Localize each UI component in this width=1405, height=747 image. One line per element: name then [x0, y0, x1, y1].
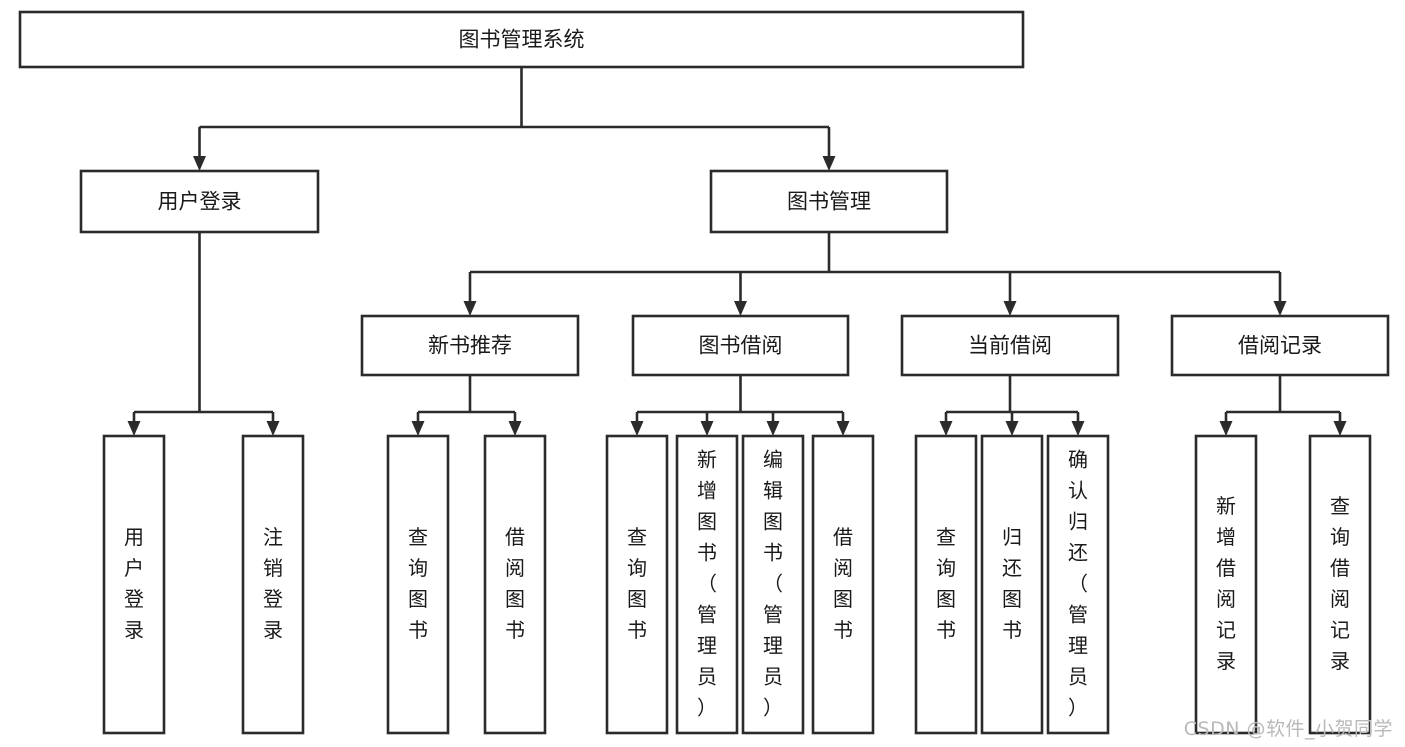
- arrow-head-icon: [411, 421, 425, 436]
- node-box-leaf-query-book-2[interactable]: [605, 434, 669, 735]
- node-box-leaf-add-book[interactable]: [675, 434, 739, 735]
- node-label-leaf-add-record: 新增借阅记录: [1216, 494, 1236, 673]
- arrow-head-icon: [766, 421, 780, 436]
- node-box-leaf-borrow-book-1[interactable]: [483, 434, 547, 735]
- node-label-book-borrow: 图书借阅: [699, 334, 783, 358]
- arrow-head-icon: [1219, 421, 1233, 436]
- node-box-leaf-query-book-1[interactable]: [386, 434, 450, 735]
- arrow-head-icon: [508, 421, 522, 436]
- node-label-leaf-logout: 注销登录: [263, 525, 283, 642]
- node-box-current-borrow[interactable]: [900, 314, 1120, 377]
- node-box-user-login[interactable]: [79, 169, 320, 234]
- node-label-leaf-query-book-1: 查询图书: [408, 525, 428, 642]
- node-box-leaf-logout[interactable]: [241, 434, 305, 735]
- node-box-leaf-borrow-book-2[interactable]: [811, 434, 875, 735]
- node-label-leaf-borrow-book-2: 借阅图书: [833, 525, 853, 642]
- arrow-head-icon: [836, 421, 850, 436]
- node-box-new-book-rec[interactable]: [360, 314, 580, 377]
- connector-group-root: [193, 67, 836, 171]
- arrow-head-icon: [127, 421, 141, 436]
- node-label-user-login: 用户登录: [158, 190, 242, 214]
- node-box-leaf-query-record[interactable]: [1308, 434, 1372, 735]
- node-leaf-confirm-return[interactable]: 确认归还（管理员）: [1046, 434, 1110, 735]
- node-label-leaf-return-book: 归还图书: [1002, 525, 1022, 642]
- connector-group-user-login: [127, 232, 280, 436]
- node-box-leaf-confirm-return[interactable]: [1046, 434, 1110, 735]
- connector-group-new-book-rec: [411, 375, 522, 436]
- arrow-head-icon: [734, 301, 747, 316]
- node-label-leaf-user-login: 用户登录: [124, 525, 144, 642]
- node-label-leaf-edit-book: 编辑图书（管理员）: [763, 447, 783, 719]
- watermark-label: CSDN @软件_小贺同学: [1183, 718, 1393, 740]
- node-user-login[interactable]: 用户登录: [79, 169, 320, 234]
- node-label-current-borrow: 当前借阅: [968, 334, 1052, 358]
- node-leaf-edit-book[interactable]: 编辑图书（管理员）: [741, 434, 805, 735]
- node-leaf-query-book-2[interactable]: 查询图书: [605, 434, 669, 735]
- node-label-leaf-query-book-2: 查询图书: [627, 525, 647, 642]
- arrow-head-icon: [630, 421, 644, 436]
- arrow-head-icon: [1273, 301, 1287, 316]
- node-label-root: 图书管理系统: [459, 28, 585, 52]
- arrow-head-icon: [700, 421, 714, 436]
- node-label-leaf-add-book: 新增图书（管理员）: [697, 447, 717, 719]
- node-label-borrow-record: 借阅记录: [1238, 334, 1322, 358]
- node-leaf-add-book[interactable]: 新增图书（管理员）: [675, 434, 739, 735]
- connector-group-borrow-record: [1219, 375, 1347, 436]
- node-box-book-manage[interactable]: [709, 169, 949, 234]
- connector-group-current-borrow: [939, 375, 1085, 436]
- arrow-head-icon: [1005, 421, 1019, 436]
- arrow-head-icon: [1333, 421, 1347, 436]
- node-box-leaf-add-record[interactable]: [1194, 434, 1258, 735]
- arrow-head-icon: [463, 301, 477, 316]
- node-box-leaf-user-login[interactable]: [102, 434, 166, 735]
- connector-group-book-manage: [463, 232, 1287, 316]
- node-borrow-record[interactable]: 借阅记录: [1170, 314, 1390, 377]
- node-box-book-borrow[interactable]: [631, 314, 850, 377]
- node-book-manage[interactable]: 图书管理: [709, 169, 949, 234]
- node-leaf-query-book-3[interactable]: 查询图书: [914, 434, 978, 735]
- arrow-head-icon: [1071, 421, 1085, 436]
- arrow-head-icon: [939, 421, 953, 436]
- node-leaf-return-book[interactable]: 归还图书: [980, 434, 1044, 735]
- connector-group-book-borrow: [630, 375, 850, 436]
- node-root[interactable]: 图书管理系统: [18, 10, 1025, 69]
- node-label-leaf-confirm-return: 确认归还（管理员）: [1068, 447, 1088, 719]
- node-label-book-manage: 图书管理: [787, 190, 871, 214]
- node-leaf-user-login[interactable]: 用户登录: [102, 434, 166, 735]
- node-box-leaf-query-book-3[interactable]: [914, 434, 978, 735]
- arrow-head-icon: [193, 156, 206, 171]
- arrow-head-icon: [1003, 301, 1017, 316]
- node-book-borrow[interactable]: 图书借阅: [631, 314, 850, 377]
- node-new-book-rec[interactable]: 新书推荐: [360, 314, 580, 377]
- node-label-leaf-borrow-book-1: 借阅图书: [505, 525, 525, 642]
- node-box-leaf-return-book[interactable]: [980, 434, 1044, 735]
- node-label-leaf-query-book-3: 查询图书: [936, 525, 956, 642]
- node-label-new-book-rec: 新书推荐: [428, 334, 512, 358]
- node-leaf-borrow-book-1[interactable]: 借阅图书: [483, 434, 547, 735]
- node-current-borrow[interactable]: 当前借阅: [900, 314, 1120, 377]
- node-box-root[interactable]: [18, 10, 1025, 69]
- node-leaf-borrow-book-2[interactable]: 借阅图书: [811, 434, 875, 735]
- arrow-head-icon: [266, 421, 280, 436]
- node-leaf-query-record[interactable]: 查询借阅记录: [1308, 434, 1372, 735]
- node-leaf-query-book-1[interactable]: 查询图书: [386, 434, 450, 735]
- connectors-layer: [127, 67, 1347, 436]
- node-box-borrow-record[interactable]: [1170, 314, 1390, 377]
- node-box-leaf-edit-book[interactable]: [741, 434, 805, 735]
- nodes-layer: 图书管理系统用户登录图书管理新书推荐图书借阅当前借阅借阅记录用户登录注销登录查询…: [18, 10, 1390, 735]
- arrow-head-icon: [822, 156, 836, 171]
- node-leaf-add-record[interactable]: 新增借阅记录: [1194, 434, 1258, 735]
- node-label-leaf-query-record: 查询借阅记录: [1330, 494, 1350, 673]
- node-leaf-logout[interactable]: 注销登录: [241, 434, 305, 735]
